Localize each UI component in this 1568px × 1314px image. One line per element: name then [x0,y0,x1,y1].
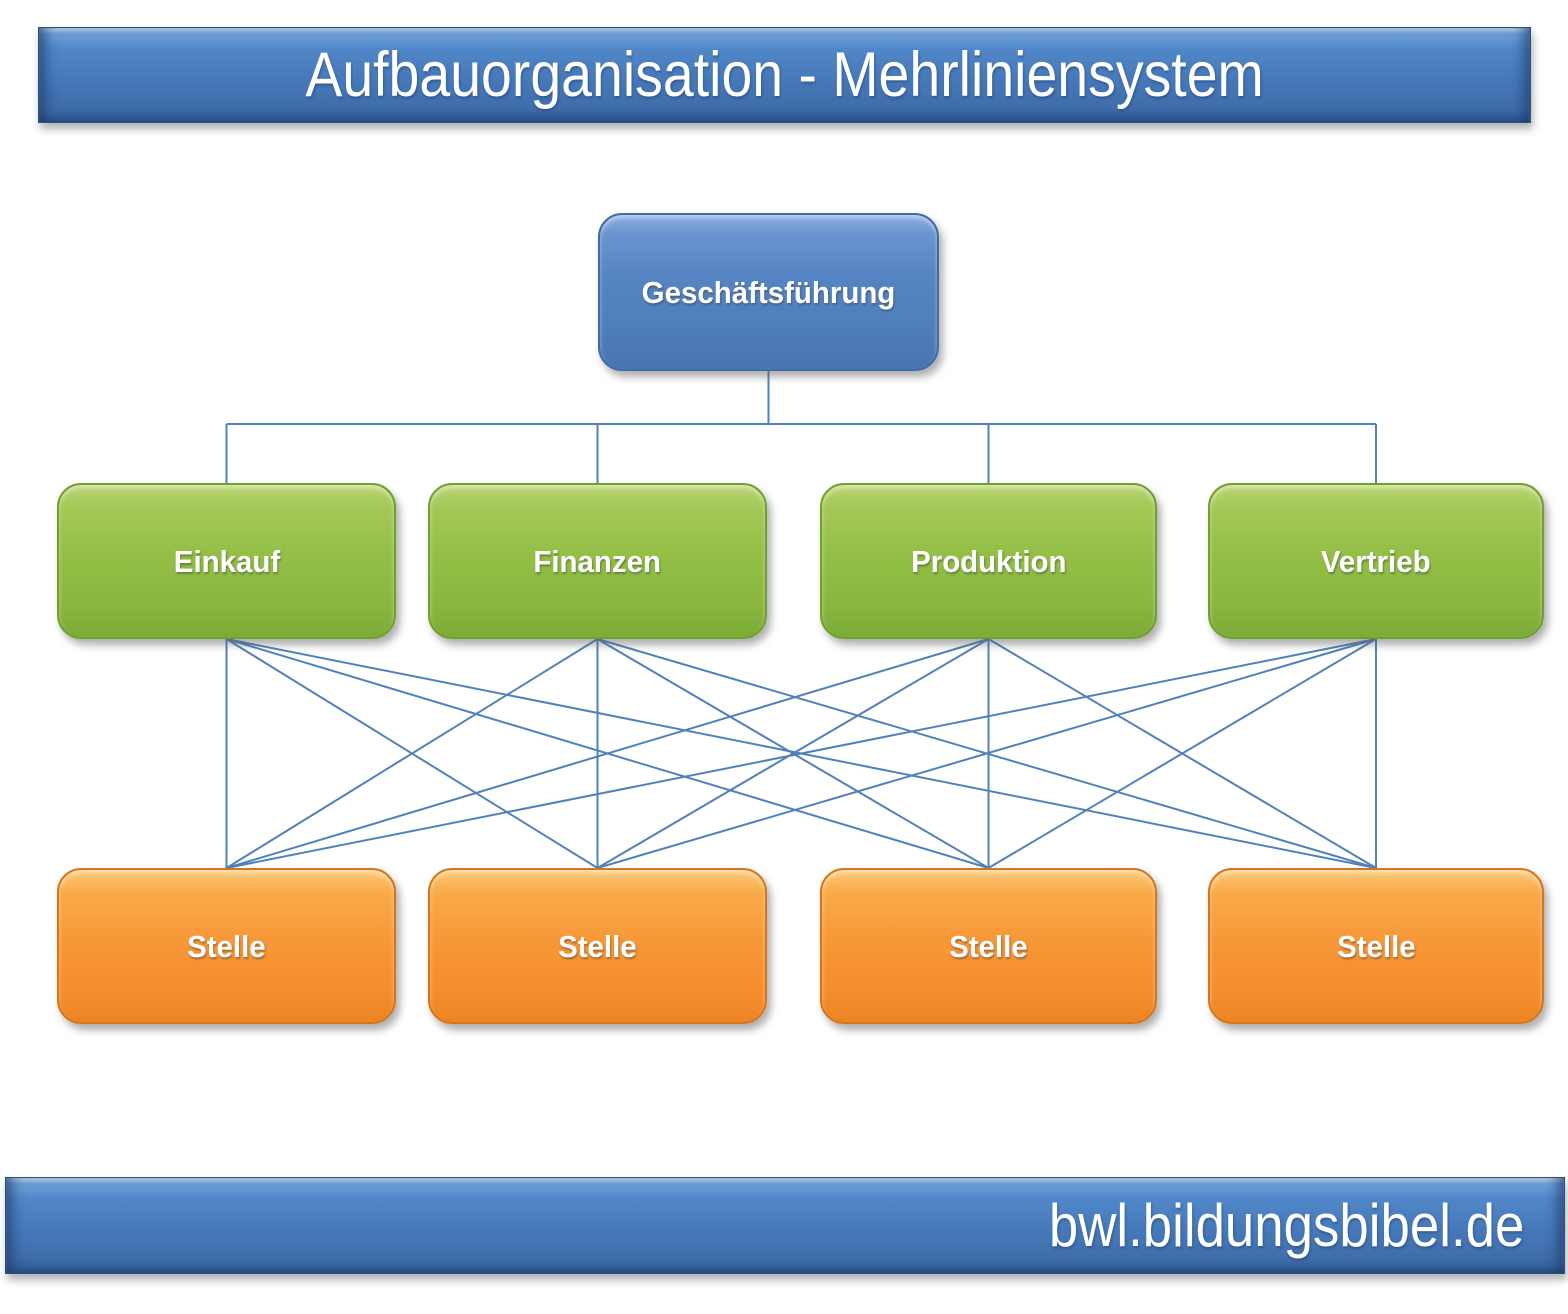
node-label: Stelle [1336,928,1416,964]
node-produktion: Produktion [820,483,1157,639]
node-stelle-1: Stelle [57,868,396,1024]
footer-banner: bwl.bildungsbibel.de [5,1177,1565,1274]
page-title: Aufbauorganisation - Mehrliniensystem [305,39,1264,110]
node-label: Stelle [187,928,266,964]
title-banner: Aufbauorganisation - Mehrliniensystem [38,27,1531,123]
node-label: Geschäftsführung [641,274,896,310]
node-stelle-4: Stelle [1208,868,1544,1024]
node-label: Stelle [558,928,637,964]
node-label: Stelle [949,928,1028,964]
node-label: Produktion [910,543,1067,579]
node-finanzen: Finanzen [428,483,767,639]
node-stelle-2: Stelle [428,868,767,1024]
node-einkauf: Einkauf [57,483,396,639]
site-url: bwl.bildungsbibel.de [1048,1191,1524,1259]
node-geschaeftsfuehrung: Geschäftsführung [598,213,939,371]
node-label: Einkauf [173,543,280,579]
node-vertrieb: Vertrieb [1208,483,1544,639]
node-stelle-3: Stelle [820,868,1157,1024]
node-label: Finanzen [533,543,662,579]
node-label: Vertrieb [1321,543,1431,579]
